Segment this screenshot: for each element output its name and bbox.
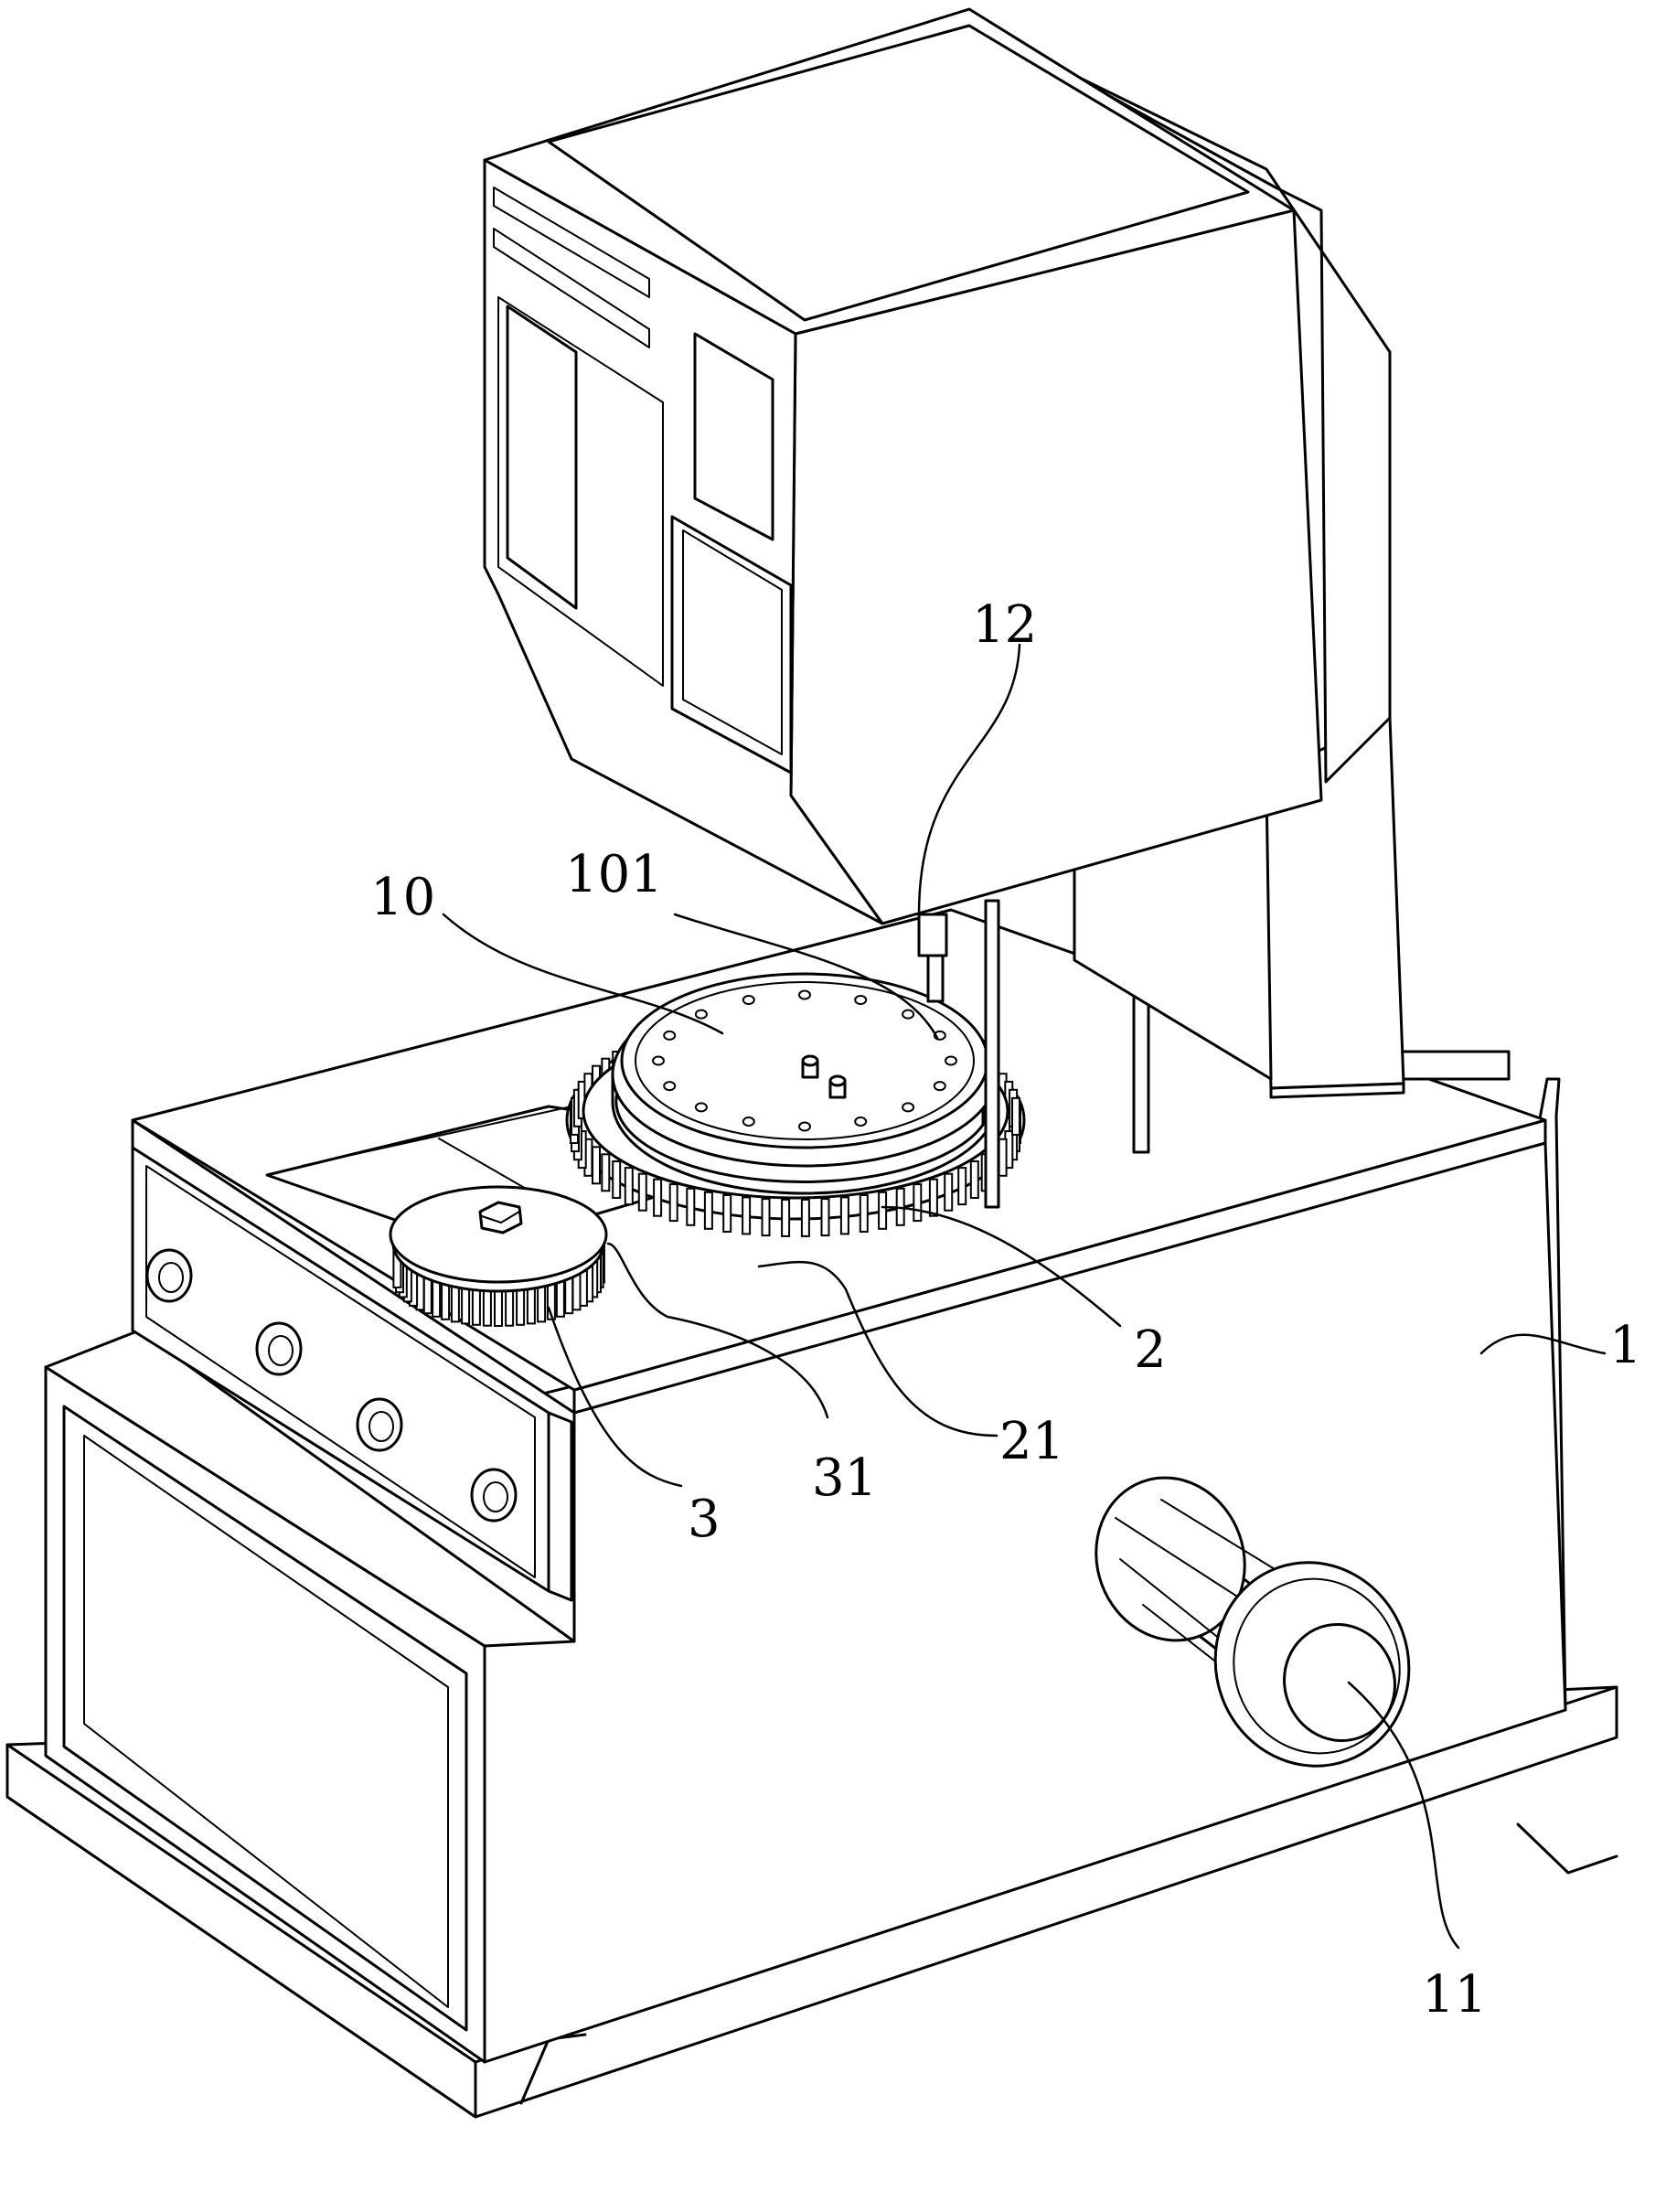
head-housing (483, 7, 1392, 1003)
reference-labels: 1 2 3 10 11 12 21 31 101 (370, 595, 1642, 2025)
leader-lines (442, 643, 1607, 1950)
motor (1095, 1476, 1411, 1768)
leader-10 (442, 913, 724, 1035)
leader-1 (1479, 1333, 1607, 1355)
knob-4 (470, 1468, 518, 1523)
label-101: 101 (565, 845, 663, 904)
front-panel (131, 1146, 573, 1602)
label-21: 21 (999, 1412, 1064, 1471)
leader-31 (606, 1242, 829, 1419)
label-2: 2 (1134, 1320, 1167, 1380)
work-plate (620, 972, 989, 1149)
leader-11 (1347, 1681, 1460, 1950)
knob-3 (356, 1397, 403, 1452)
label-11: 11 (1422, 1965, 1487, 2025)
label-12: 12 (972, 595, 1037, 655)
knob-2 (255, 1321, 303, 1376)
leader-3 (547, 1306, 683, 1488)
leader-21 (757, 1260, 999, 1437)
knob-1 (145, 1248, 193, 1303)
center-pin-a (801, 1054, 819, 1079)
leader-101 (673, 913, 939, 1040)
label-10: 10 (370, 868, 435, 927)
center-pin-b (828, 1074, 847, 1099)
leader-2 (881, 1205, 1122, 1328)
drive-gear (389, 1185, 608, 1327)
hex-nut (478, 1201, 523, 1234)
plate-holes (652, 989, 957, 1132)
label-3: 3 (688, 1490, 721, 1549)
leader-12 (917, 643, 1021, 916)
label-31: 31 (812, 1448, 877, 1508)
label-1: 1 (1609, 1316, 1642, 1375)
